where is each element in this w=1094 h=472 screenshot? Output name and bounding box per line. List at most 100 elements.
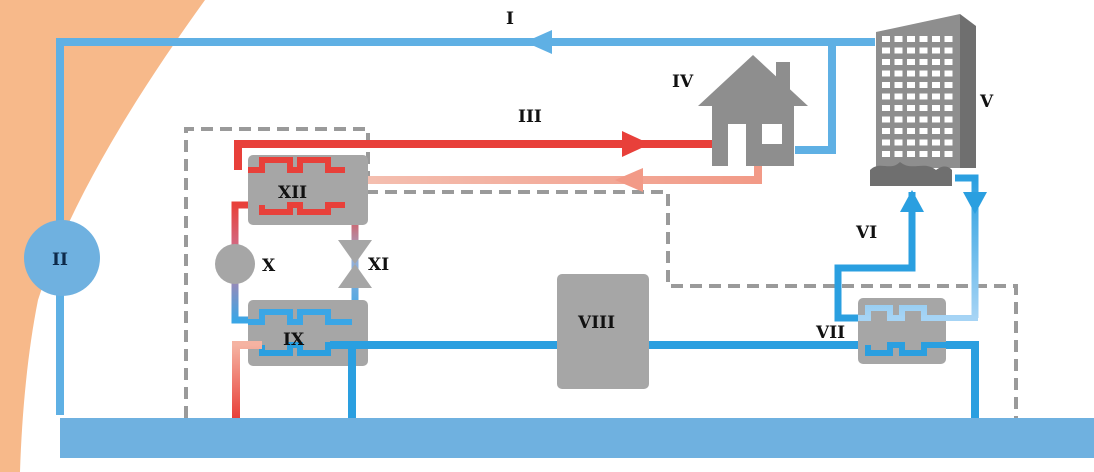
building-window xyxy=(944,139,953,146)
building-window xyxy=(919,128,928,134)
building-window xyxy=(907,36,915,42)
label-x: X xyxy=(262,256,276,276)
pipe-right-down xyxy=(955,174,979,318)
building-window xyxy=(932,82,940,88)
building-window xyxy=(894,59,903,65)
component-ii-circle xyxy=(24,220,100,296)
building-window xyxy=(919,70,928,77)
building-window xyxy=(882,151,890,157)
label-ix: IX xyxy=(283,330,305,350)
label-ii: II xyxy=(52,250,68,270)
system-boundary-dashed xyxy=(184,127,1018,418)
building-window xyxy=(894,82,903,88)
building-window xyxy=(907,116,915,123)
pipe-vi-up xyxy=(834,192,916,322)
arrow-iii xyxy=(622,131,650,157)
building-window xyxy=(894,105,903,111)
building-window xyxy=(919,93,928,100)
arrow-i xyxy=(525,30,552,54)
building-window xyxy=(932,105,940,111)
coil-ix-top xyxy=(248,309,352,325)
building-window xyxy=(944,70,953,77)
building-window xyxy=(882,59,890,65)
coil-vii-bottom xyxy=(865,342,946,356)
building-window xyxy=(944,128,953,134)
building-window xyxy=(932,139,940,146)
component-xi-valve xyxy=(338,240,372,264)
building-window xyxy=(944,82,953,88)
component-xi-valve-lower xyxy=(338,264,372,288)
label-iii: III xyxy=(518,107,542,127)
component-ix-exchanger xyxy=(248,300,368,366)
building-window xyxy=(907,128,915,134)
label-viii: VIII xyxy=(577,313,615,333)
building-window xyxy=(894,151,903,157)
building-window xyxy=(907,70,915,77)
building-window xyxy=(919,116,928,123)
building-window xyxy=(882,82,890,88)
building-window xyxy=(932,116,940,123)
building-window xyxy=(932,151,940,157)
building-window xyxy=(894,93,903,100)
building-window xyxy=(894,116,903,123)
building-window xyxy=(919,59,928,65)
building-window xyxy=(882,47,890,54)
pipe-iii-hot xyxy=(234,140,715,170)
arrow-return xyxy=(615,168,643,192)
coil-vii-top xyxy=(838,195,978,321)
pipe-return-warm xyxy=(305,158,762,184)
coil-xii-top xyxy=(248,157,345,173)
building-window xyxy=(919,47,928,54)
building-window xyxy=(882,128,890,134)
building-window xyxy=(932,47,940,54)
building-window xyxy=(919,36,928,42)
building-window xyxy=(907,59,915,65)
building-window xyxy=(907,105,915,111)
component-x-compressor xyxy=(215,244,255,284)
label-i: I xyxy=(506,9,514,29)
building-window xyxy=(894,70,903,77)
building-window xyxy=(894,139,903,146)
house-icon xyxy=(698,55,808,166)
building-window xyxy=(944,151,953,157)
building-window xyxy=(932,93,940,100)
building-window xyxy=(944,59,953,65)
arrow-vi-up xyxy=(900,190,924,212)
label-iv: IV xyxy=(672,72,694,92)
building-window xyxy=(882,93,890,100)
component-viii-box xyxy=(557,274,649,389)
label-xi: XI xyxy=(368,255,389,275)
building-window xyxy=(944,36,953,42)
building-window xyxy=(882,139,890,146)
label-vii: VII xyxy=(815,323,845,343)
pipe-i-branch xyxy=(795,42,836,154)
building-window xyxy=(894,128,903,134)
label-xii: XII xyxy=(278,183,307,203)
building-window xyxy=(932,36,940,42)
water-body xyxy=(60,418,1094,458)
building-icon xyxy=(870,14,976,186)
building-window xyxy=(919,151,928,157)
label-v: V xyxy=(979,92,994,112)
building-window xyxy=(907,93,915,100)
building-window xyxy=(907,139,915,146)
building-window xyxy=(932,128,940,134)
building-window xyxy=(894,36,903,42)
arrow-right-down xyxy=(963,192,987,214)
building-window xyxy=(882,70,890,77)
building-window xyxy=(907,151,915,157)
building-window xyxy=(944,47,953,54)
building-window xyxy=(882,36,890,42)
building-window xyxy=(907,47,915,54)
building-window xyxy=(894,47,903,54)
coil-ix-bottom xyxy=(259,342,368,356)
pipe-deep-blue-main xyxy=(330,341,979,418)
building-window xyxy=(944,116,953,123)
building-window xyxy=(882,105,890,111)
building-window xyxy=(944,105,953,111)
building-window xyxy=(919,82,928,88)
building-window xyxy=(882,116,890,123)
label-vi: VI xyxy=(855,223,877,243)
building-window xyxy=(944,93,953,100)
